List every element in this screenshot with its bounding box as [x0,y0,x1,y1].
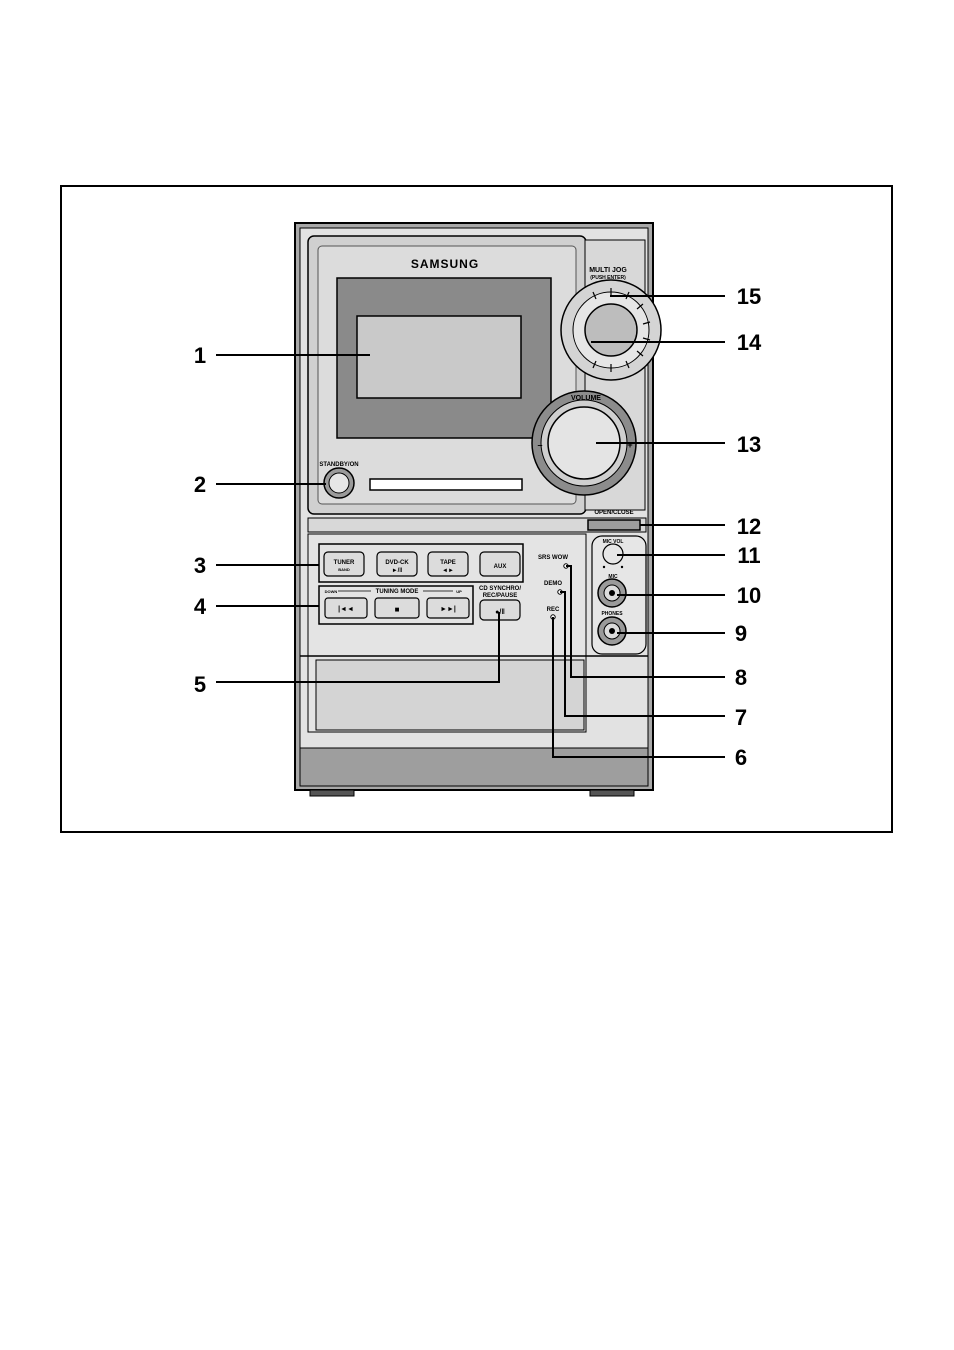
callout-10: 10 [737,583,761,608]
tape-sublabel: ◄► [442,568,454,574]
tuner-label: TUNER [334,560,355,566]
standby-label: STANDBY/ON [319,462,358,468]
disc-slot [370,479,522,490]
callout-15: 15 [737,284,761,309]
next-icon: ►►| [440,606,456,613]
multi-jog-label: MULTI JOG [589,267,627,274]
dvd-cd-label: DVD-CK [385,560,409,566]
tape-label: TAPE [440,560,456,566]
demo-label: DEMO [544,581,562,587]
open-close-button[interactable] [588,520,640,530]
volume-plus: + [627,440,632,450]
cd-synchro-label-line2: REC/PAUSE [483,593,518,599]
dvd-cd-sublabel: ►/‖ [392,568,403,574]
srs-wow-label: SRS WOW [538,555,568,561]
phones-jack[interactable] [598,617,626,645]
tuning-up-label: UP [456,589,462,594]
callout-13: 13 [737,432,761,457]
callout-2: 2 [194,472,206,497]
callout-4: 4 [194,594,207,619]
tuning-mode-label: TUNING MODE [376,589,419,595]
mic-jack[interactable] [598,579,626,607]
callout-9: 9 [735,621,747,646]
stop-icon: ■ [395,605,400,614]
tuning-down-label: DOWN [325,589,338,594]
callout-3: 3 [194,553,206,578]
callout-11: 11 [737,543,760,568]
aux-label: AUX [494,564,507,570]
multi-jog-sublabel: (PUSH ENTER) [590,275,626,281]
brand-logo: SAMSUNG [411,257,479,271]
tuner-sublabel: BAND [338,567,350,572]
phones-label: PHONES [601,611,623,617]
rec-label: REC [547,607,560,613]
volume-minus: – [537,440,542,450]
callout-6: 6 [735,745,747,770]
open-close-label: OPEN/CLOSE [594,510,633,516]
callout-8: 8 [735,665,747,690]
callout-12: 12 [737,514,761,539]
callout-1: 1 [194,343,206,368]
display-window [357,316,521,398]
standby-button[interactable] [324,468,354,498]
cd-synchro-label-line1: CD SYNCHRO/ [479,586,521,592]
volume-label: VOLUME [571,395,601,402]
callout-5: 5 [194,672,206,697]
previous-icon: |◄◄ [338,606,354,613]
callout-14: 14 [737,330,762,355]
callout-7: 7 [735,705,747,730]
